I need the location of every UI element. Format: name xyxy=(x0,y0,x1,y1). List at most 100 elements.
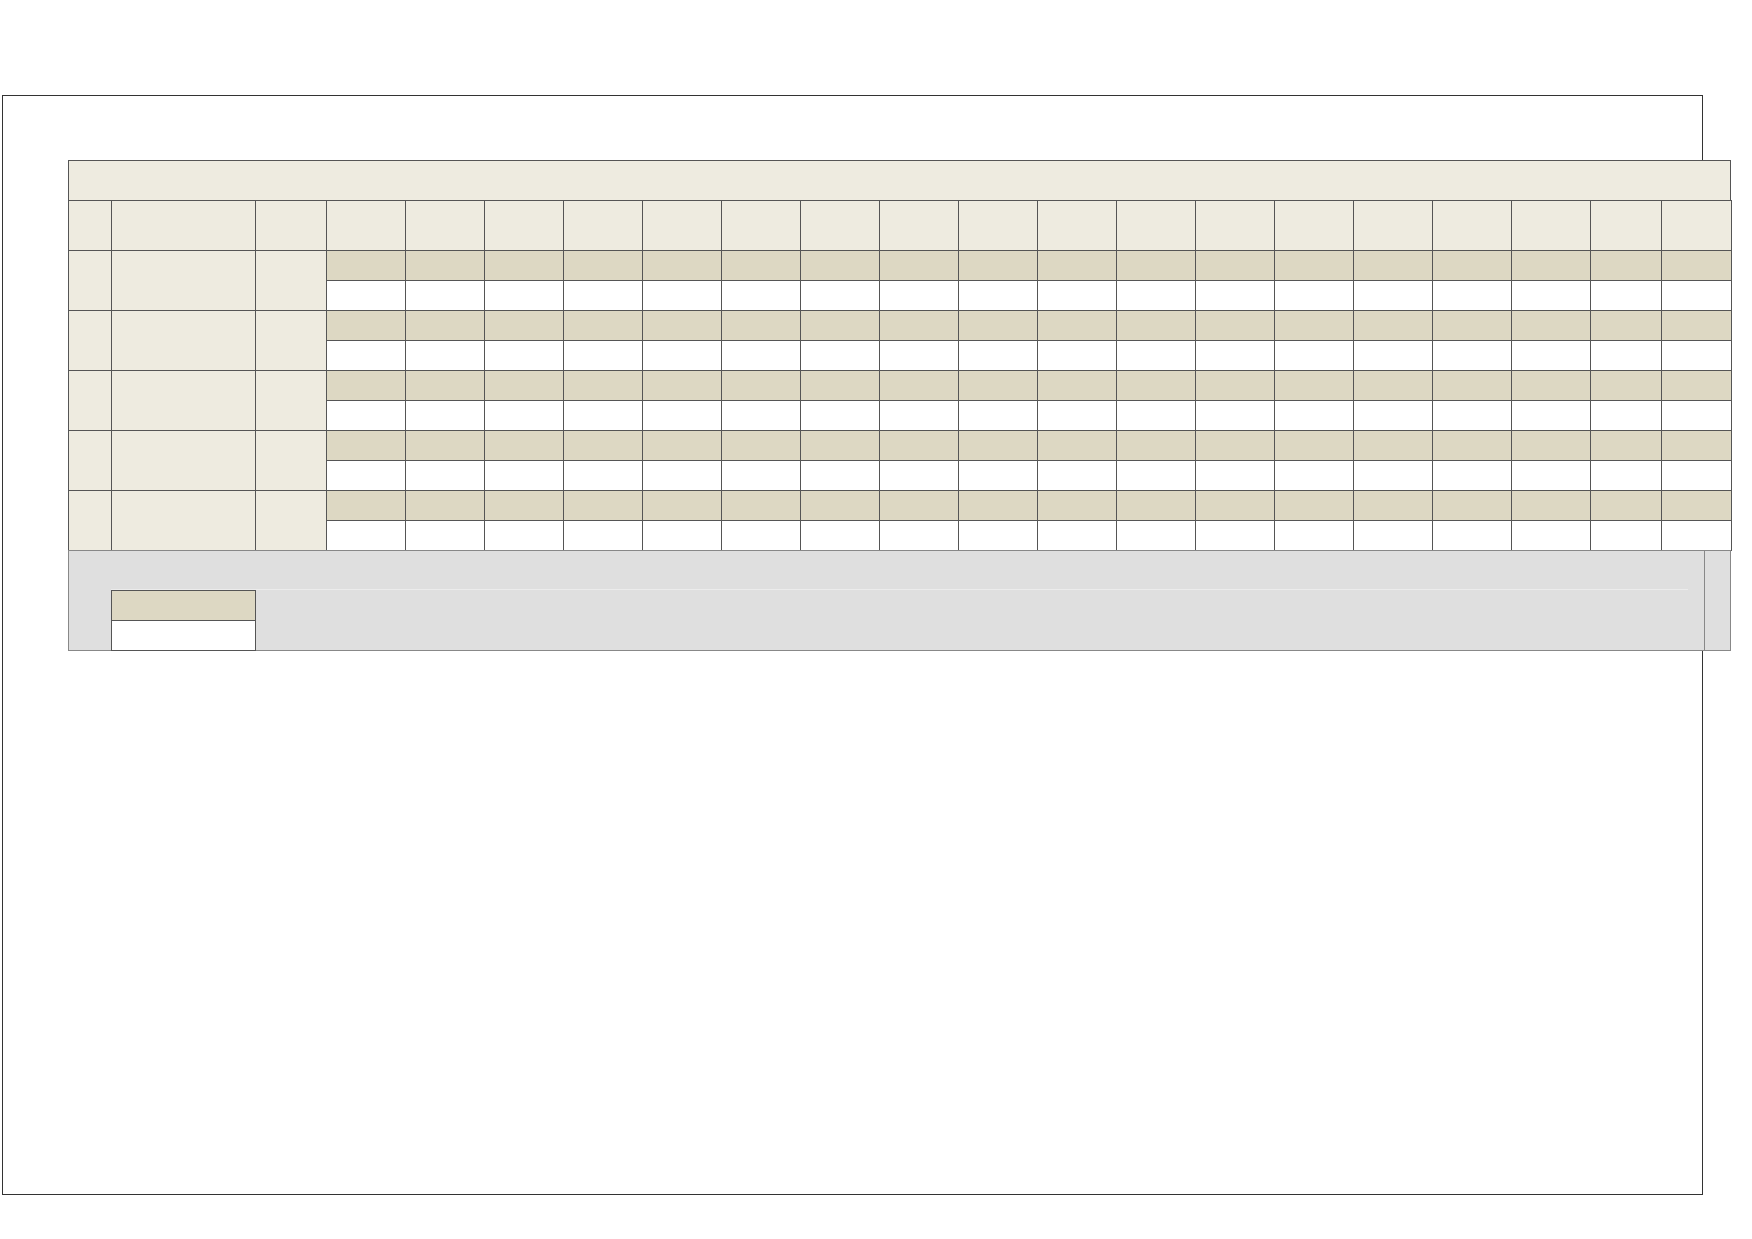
table-cell xyxy=(879,280,959,311)
table-cell xyxy=(721,310,801,341)
table-cell xyxy=(1353,430,1433,461)
table-cell xyxy=(800,460,880,491)
table-cell xyxy=(1274,250,1354,281)
table-cell xyxy=(800,490,880,521)
column-header xyxy=(879,200,959,251)
table-cell xyxy=(1661,280,1732,311)
table-cell xyxy=(1511,400,1591,431)
table-cell xyxy=(484,250,564,281)
table-cell xyxy=(563,490,643,521)
table-cell xyxy=(1274,520,1354,551)
table-cell xyxy=(1353,340,1433,371)
table-cell xyxy=(1274,490,1354,521)
table-cell xyxy=(1116,520,1196,551)
table-cell xyxy=(1037,520,1117,551)
table-cell xyxy=(642,520,722,551)
table-cell xyxy=(326,340,406,371)
row-label-cell xyxy=(68,250,112,311)
column-header xyxy=(68,200,112,251)
table-cell xyxy=(484,460,564,491)
column-header xyxy=(1116,200,1196,251)
table-cell xyxy=(958,400,1038,431)
table-cell xyxy=(800,520,880,551)
row-label-cell xyxy=(111,250,256,311)
table-cell xyxy=(1116,400,1196,431)
table-cell xyxy=(326,280,406,311)
table-cell xyxy=(879,520,959,551)
table-cell xyxy=(1037,430,1117,461)
table-cell xyxy=(1661,400,1732,431)
table-cell xyxy=(1195,490,1275,521)
table-cell xyxy=(1037,340,1117,371)
table-cell xyxy=(1037,400,1117,431)
table-cell xyxy=(958,250,1038,281)
table-cell xyxy=(958,490,1038,521)
table-cell xyxy=(958,430,1038,461)
column-header xyxy=(1353,200,1433,251)
table-cell xyxy=(721,460,801,491)
table-cell xyxy=(1432,460,1512,491)
table-cell xyxy=(326,370,406,401)
table-cell xyxy=(1195,340,1275,371)
table-cell xyxy=(405,280,485,311)
table-cell xyxy=(1590,280,1670,311)
column-header xyxy=(800,200,880,251)
row-label-cell xyxy=(68,430,112,491)
column-header xyxy=(1195,200,1275,251)
column-header xyxy=(1661,200,1732,251)
table-cell xyxy=(1195,310,1275,341)
table-cell xyxy=(958,310,1038,341)
table-cell xyxy=(484,340,564,371)
table-cell xyxy=(326,490,406,521)
table-cell xyxy=(405,400,485,431)
table-cell xyxy=(484,370,564,401)
table-cell xyxy=(484,310,564,341)
table-cell xyxy=(721,520,801,551)
table-cell xyxy=(1432,400,1512,431)
table-cell xyxy=(1590,490,1670,521)
table-cell xyxy=(642,490,722,521)
row-label-cell xyxy=(111,370,256,431)
row-label-cell xyxy=(255,370,327,431)
table-cell xyxy=(326,460,406,491)
column-header xyxy=(326,200,406,251)
table-cell xyxy=(879,370,959,401)
column-header xyxy=(642,200,722,251)
table-cell xyxy=(1661,490,1732,521)
table-cell xyxy=(1511,520,1591,551)
table-cell xyxy=(405,430,485,461)
table-cell xyxy=(563,400,643,431)
table-cell xyxy=(326,520,406,551)
column-header xyxy=(1511,200,1591,251)
row-label-cell xyxy=(255,490,327,551)
column-header xyxy=(484,200,564,251)
table-cell xyxy=(800,400,880,431)
table-cell xyxy=(563,370,643,401)
table-cell xyxy=(1432,280,1512,311)
table-cell xyxy=(484,280,564,311)
table-cell xyxy=(326,430,406,461)
column-header xyxy=(405,200,485,251)
table-cell xyxy=(958,340,1038,371)
column-header xyxy=(1274,200,1354,251)
legend-area-edge xyxy=(1704,550,1731,651)
column-header xyxy=(111,200,256,251)
table-cell xyxy=(800,280,880,311)
table-cell xyxy=(1432,370,1512,401)
table-cell xyxy=(1661,310,1732,341)
legend-area xyxy=(68,550,1731,651)
legend-band xyxy=(111,589,1688,620)
table-cell xyxy=(1590,520,1670,551)
table-cell xyxy=(1037,250,1117,281)
table-cell xyxy=(405,310,485,341)
table-cell xyxy=(1353,520,1433,551)
table-cell xyxy=(1353,310,1433,341)
table-cell xyxy=(1274,280,1354,311)
table-cell xyxy=(1116,280,1196,311)
table-cell xyxy=(879,400,959,431)
column-header xyxy=(563,200,643,251)
table-cell xyxy=(1661,430,1732,461)
row-label-cell xyxy=(255,310,327,371)
table-cell xyxy=(642,370,722,401)
table-cell xyxy=(1037,370,1117,401)
